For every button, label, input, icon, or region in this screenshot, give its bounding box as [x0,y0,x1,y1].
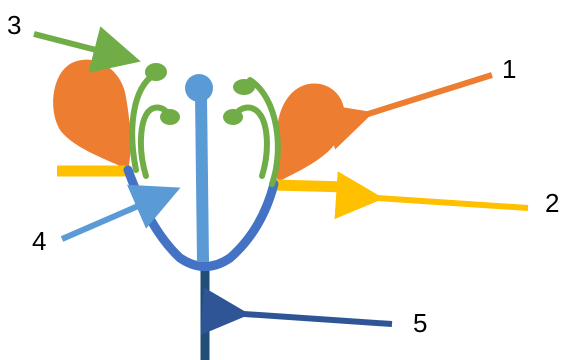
label-3: 3 [7,10,21,40]
arrow-4 [60,184,181,242]
pistil-style [195,94,209,263]
label-4: 4 [32,226,46,256]
label-5: 5 [413,308,427,338]
label-2: 2 [545,188,559,218]
petal-left [53,59,131,170]
label-1: 1 [502,54,516,84]
arrow-1 [320,72,493,150]
arrow-5 [200,287,393,336]
stamens [129,63,281,187]
petal-right [275,83,345,182]
sepal-right [273,179,349,193]
arrow-3 [33,26,141,73]
arrow-2 [334,171,529,220]
pistil-stigma [185,74,213,102]
